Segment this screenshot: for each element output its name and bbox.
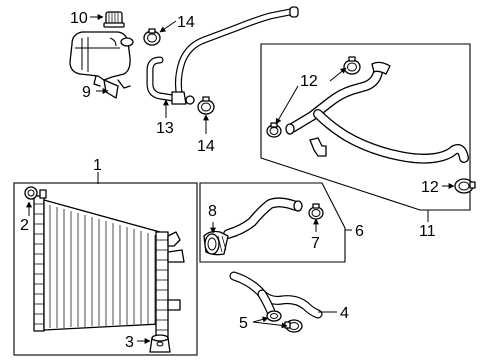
lower-hose-clamp bbox=[308, 203, 324, 220]
bypass-hose bbox=[229, 271, 323, 319]
hose-clamp-upper bbox=[143, 28, 161, 46]
coolant-reservoir bbox=[69, 31, 134, 99]
callout-8: 8 bbox=[208, 203, 217, 220]
callout-4: 4 bbox=[340, 305, 349, 322]
radiator-group-box bbox=[13, 182, 198, 356]
lower-radiator-hose bbox=[223, 197, 303, 239]
callout-labels: 1 2 3 4 5 6 7 8 9 10 11 12 12 13 14 14 bbox=[20, 10, 439, 351]
lower-hose-group-box bbox=[199, 182, 346, 263]
lower-hose-connector bbox=[203, 230, 229, 256]
overflow-hose bbox=[146, 6, 299, 105]
upper-hose-clamp-top bbox=[343, 56, 361, 75]
callout-11: 11 bbox=[419, 223, 436, 240]
callout-5: 5 bbox=[239, 315, 248, 332]
callout-10: 10 bbox=[70, 10, 88, 27]
callout-3: 3 bbox=[125, 334, 134, 351]
radiator-drain-plug bbox=[24, 186, 38, 200]
radiator bbox=[33, 189, 185, 347]
callout-12-right: 12 bbox=[421, 179, 439, 196]
callout-1: 1 bbox=[93, 157, 102, 174]
callout-14-top: 14 bbox=[177, 14, 195, 31]
callout-14-bottom: 14 bbox=[197, 138, 215, 155]
bypass-hose-seal bbox=[266, 310, 282, 322]
callout-7: 7 bbox=[311, 235, 320, 252]
reservoir-cap bbox=[103, 11, 125, 28]
upper-hose-group-box bbox=[260, 43, 471, 211]
callout-12-top: 12 bbox=[300, 73, 318, 90]
callout-13: 13 bbox=[156, 120, 174, 137]
callout-6: 6 bbox=[355, 223, 364, 240]
upper-radiator-hose bbox=[285, 61, 469, 164]
callout-9: 9 bbox=[82, 84, 91, 101]
bypass-hose-clamp bbox=[284, 319, 303, 333]
callout-leaders bbox=[26, 14, 455, 344]
upper-hose-clamp-right bbox=[454, 178, 476, 194]
upper-hose-clamp-left bbox=[266, 122, 282, 138]
callout-2: 2 bbox=[20, 217, 29, 234]
radiator-insulator bbox=[149, 334, 171, 353]
hose-clamp-lower bbox=[197, 96, 215, 115]
